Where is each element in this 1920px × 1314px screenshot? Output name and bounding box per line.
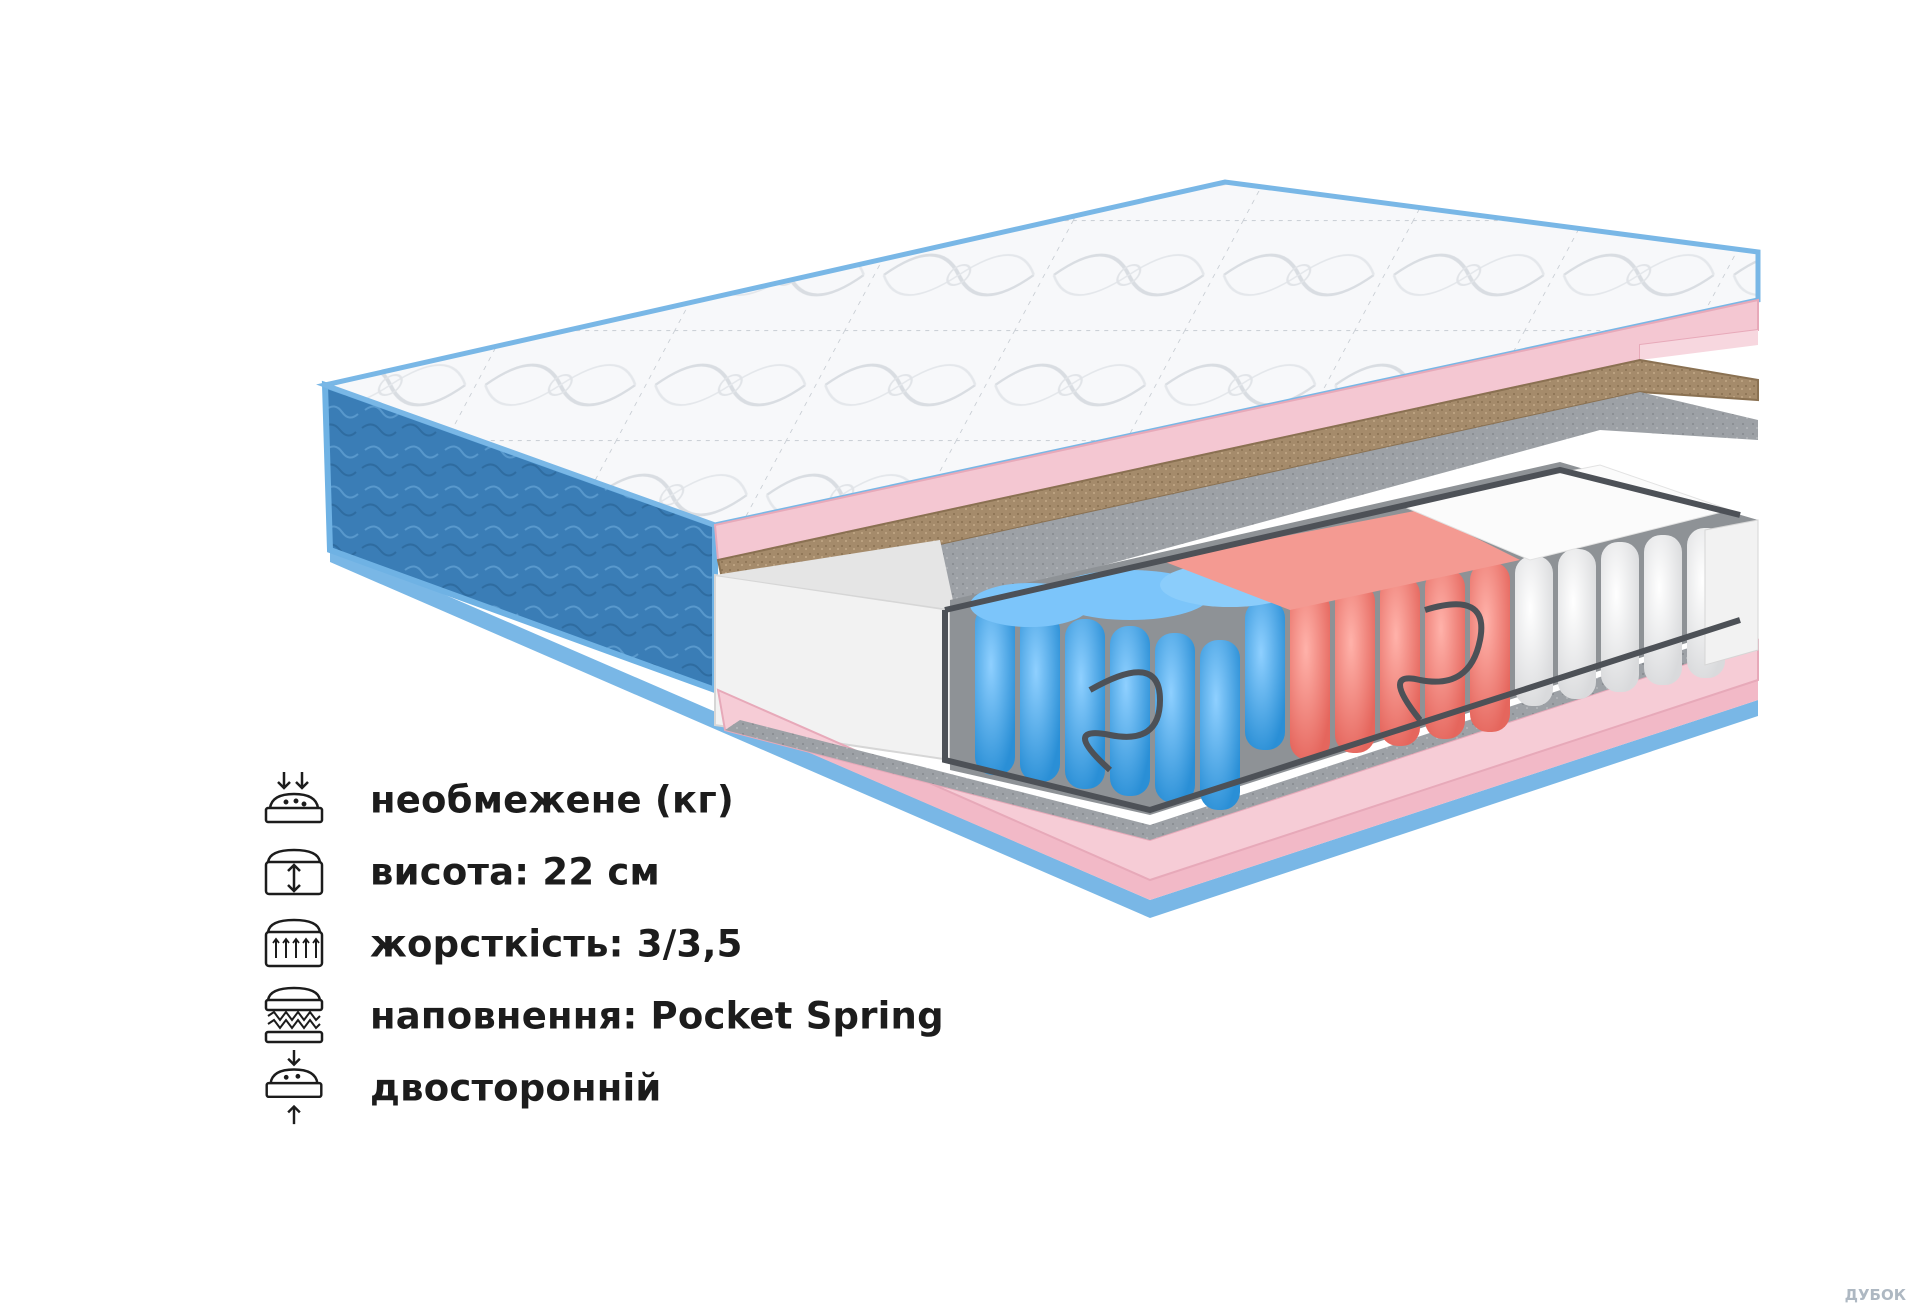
spec-text-load: необмежене (кг) — [370, 778, 734, 822]
two-sided-icon — [258, 1050, 330, 1125]
blue-spring-zone — [970, 563, 1300, 810]
watermark-logo: ДУБОК — [1844, 1286, 1906, 1304]
spec-text-height: висота: 22 см — [370, 850, 660, 894]
weight-load-icon — [258, 768, 330, 832]
mattress-quilted-top — [316, 179, 1761, 528]
firmness-icon — [258, 912, 330, 976]
steel-frame — [942, 466, 1741, 814]
spring-filling-icon — [258, 984, 330, 1048]
height-icon — [258, 840, 330, 904]
spec-text-two-sided: двосторонній — [370, 1066, 662, 1110]
spec-text-firmness: жорсткість: 3/3,5 — [370, 922, 743, 966]
spec-text-filling: наповнення: Pocket Spring — [370, 994, 944, 1038]
